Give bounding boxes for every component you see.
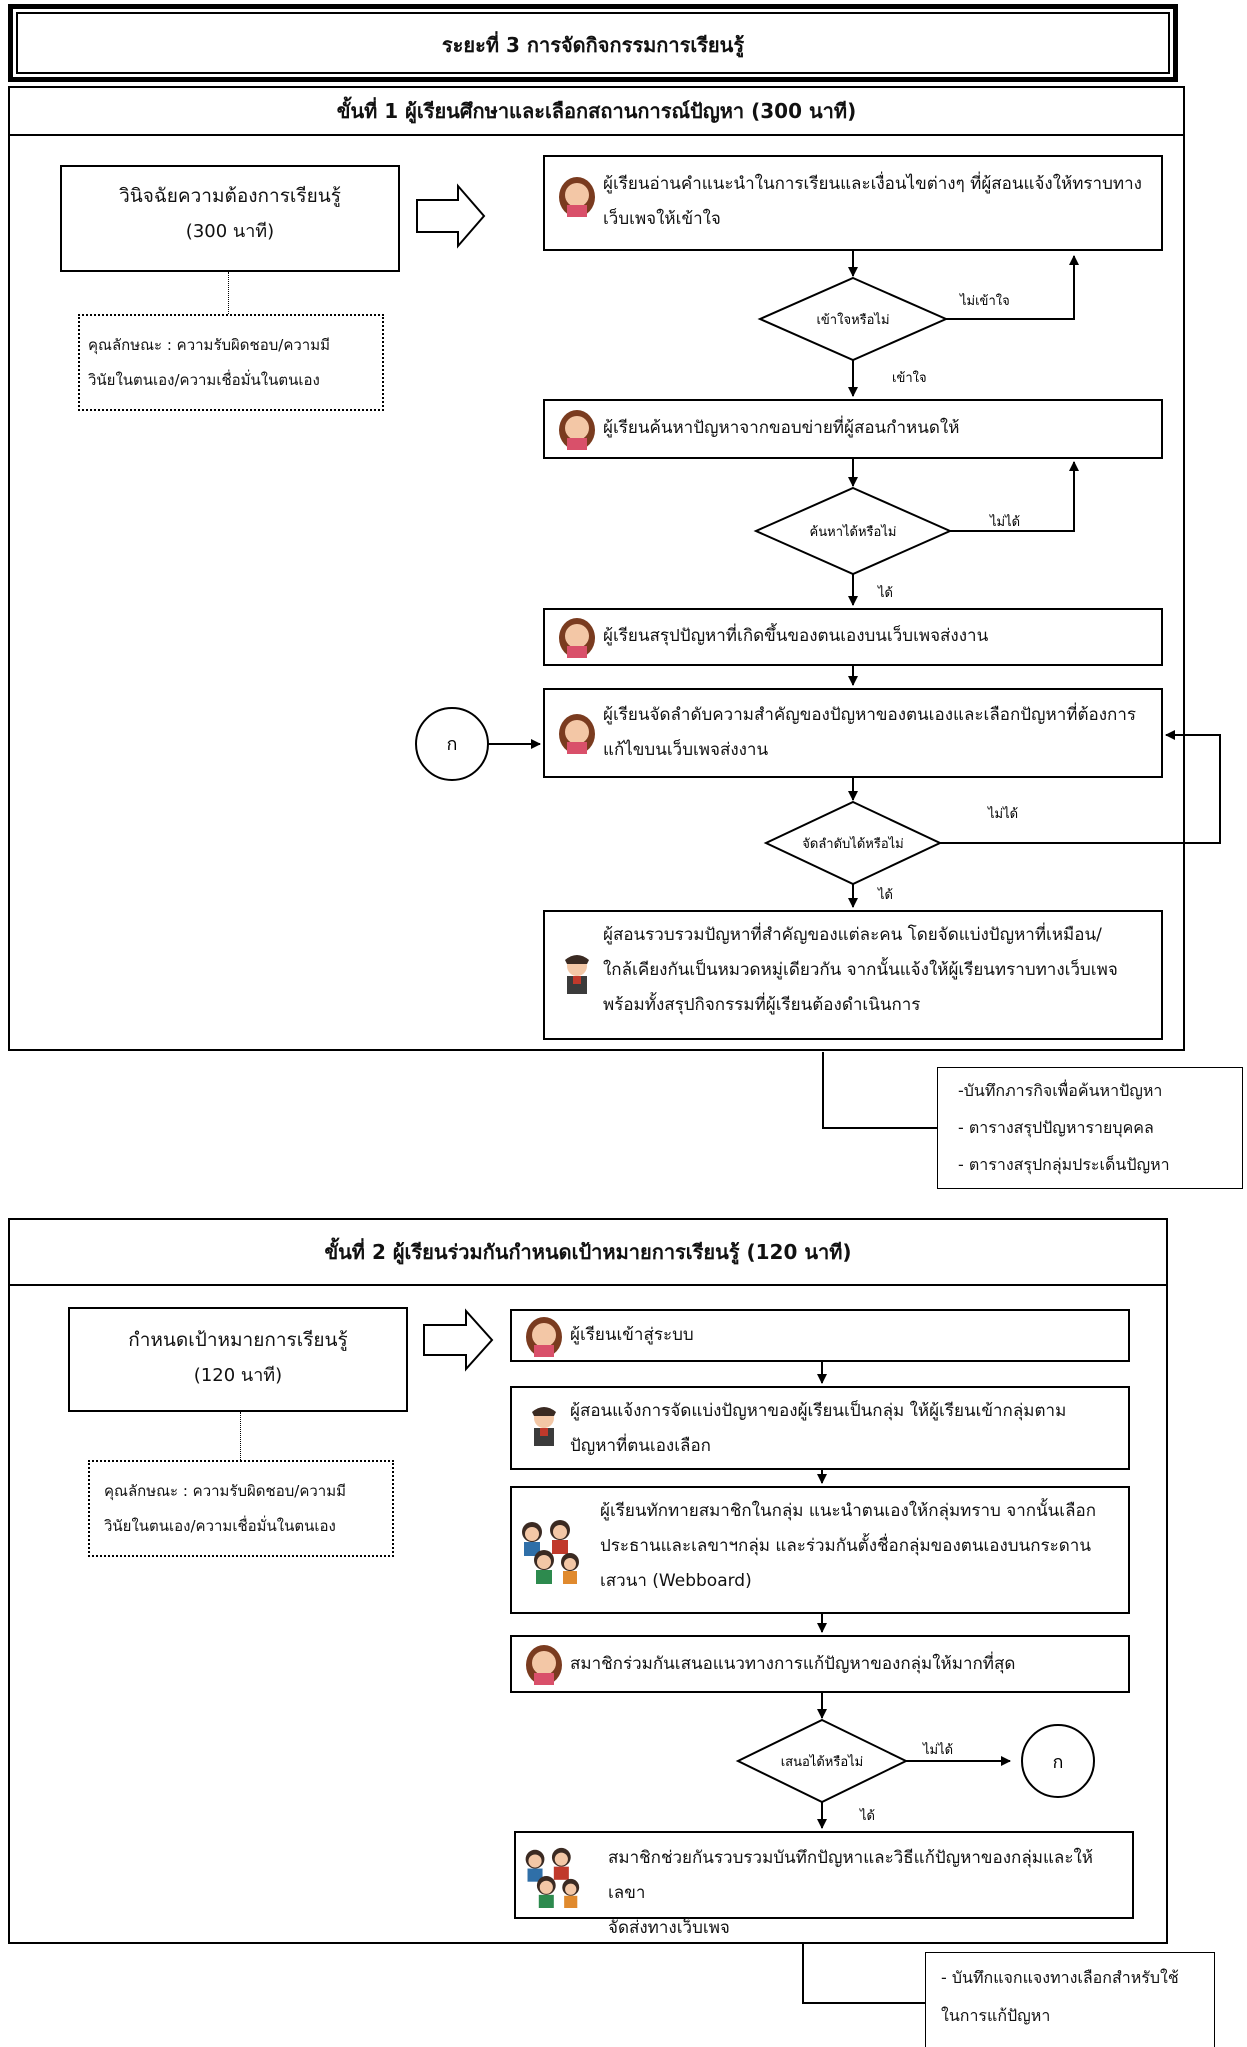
stage2-step-2-line-1: ผู้สอนแจ้งการจัดแบ่งปัญหาของผู้เรียนเป็น… — [570, 1401, 1067, 1421]
stage1-attribute-line-2: วินัยในตนเอง/ความเชื่อมั่นในตนเอง — [88, 371, 320, 389]
stage2-step-2: ผู้สอนแจ้งการจัดแบ่งปัญหาของผู้เรียนเป็น… — [510, 1386, 1130, 1470]
stage2-attribute-line-1: คุณลักษณะ : ความรับผิดชอบ/ความมี — [104, 1482, 346, 1500]
stage1-step-5: ผู้สอนรวบรวมปัญหาที่สำคัญของแต่ละคน โดยจ… — [543, 910, 1163, 1040]
stage2-dotted-connector — [240, 1412, 241, 1460]
phase-title: ระยะที่ 3 การจัดกิจกรรมการเรียนรู้ — [16, 12, 1170, 74]
stage1-step-5-line-1: ผู้สอนรวบรวมปัญหาที่สำคัญของแต่ละคน โดยจ… — [603, 925, 1102, 945]
stage2-heading: ขั้นที่ 2 ผู้เรียนร่วมกันกำหนดเป้าหมายกา… — [8, 1218, 1168, 1286]
stage2-goal-title: กำหนดเป้าหมายการเรียนรู้ — [128, 1329, 348, 1351]
stage2-step-3-line-2: ประธานและเลขาฯกลุ่ม และร่วมกันตั้งชื่อกล… — [600, 1536, 1091, 1556]
stage2-attributes-box: คุณลักษณะ : ความรับผิดชอบ/ความมี วินัยใน… — [88, 1460, 394, 1557]
stage1-output-3: - ตารางสรุปกลุ่มประเด็นปัญหา — [958, 1155, 1170, 1174]
stage1-step-4-line-1: ผู้เรียนจัดลำดับความสำคัญของปัญหาของตนเอ… — [603, 705, 1136, 725]
stage2-goal-duration: (120 นาที) — [193, 1365, 283, 1386]
stage1-attribute-line-1: คุณลักษณะ : ความรับผิดชอบ/ความมี — [88, 336, 330, 354]
stage1-attributes-box: คุณลักษณะ : ความรับผิดชอบ/ความมี วินัยใน… — [78, 314, 384, 411]
teacher-icon — [532, 1407, 556, 1446]
stage2-output-2: ในการแก้ปัญหา — [941, 2006, 1051, 2025]
stage1-need-duration: (300 นาที) — [185, 221, 275, 242]
stage1-step-1: ผู้เรียนอ่านคำแนะนำในการเรียนและเงื่อนไข… — [543, 155, 1163, 251]
stage1-step-5-line-2: ใกล้เคียงกันเป็นหมวดหมู่เดียวกัน จากนั้น… — [603, 960, 1118, 980]
stage2-step-4-line-1: สมาชิกร่วมกันเสนอแนวทางการแก้ปัญหาของกลุ… — [570, 1654, 1016, 1674]
stage1-need-title: วินิจฉัยความต้องการเรียนรู้ — [119, 185, 341, 207]
phase-title-frame: ระยะที่ 3 การจัดกิจกรรมการเรียนรู้ — [8, 4, 1178, 82]
stage2-step-5-line-2: จัดส่งทางเว็บเพจ — [608, 1918, 730, 1938]
student-icon — [526, 1645, 562, 1685]
stage2-step-4: สมาชิกร่วมกันเสนอแนวทางการแก้ปัญหาของกลุ… — [510, 1635, 1130, 1693]
stage1-step-3: ผู้เรียนสรุปปัญหาที่เกิดขึ้นของตนเองบนเว… — [543, 608, 1163, 666]
stage1-step-2: ผู้เรียนค้นหาปัญหาจากขอบข่ายที่ผู้สอนกำห… — [543, 399, 1163, 459]
student-group-icon — [522, 1520, 579, 1584]
stage1-output-2: - ตารางสรุปปัญหารายบุคคล — [958, 1118, 1154, 1137]
stage2-attribute-line-2: วินัยในตนเอง/ความเชื่อมั่นในตนเอง — [104, 1517, 336, 1535]
stage2-step-3: ผู้เรียนทักทายสมาชิกในกลุ่ม แนะนำตนเองให… — [510, 1486, 1130, 1614]
stage2-step-1: ผู้เรียนเข้าสู่ระบบ — [510, 1309, 1130, 1362]
stage2-step-5-line-1: สมาชิกช่วยกันรวบรวมบันทึกปัญหาและวิธีแก้… — [608, 1848, 1093, 1903]
stage2-step-5: สมาชิกช่วยกันรวบรวมบันทึกปัญหาและวิธีแก้… — [514, 1831, 1134, 1938]
stage1-heading: ขั้นที่ 1 ผู้เรียนศึกษาและเลือกสถานการณ์… — [8, 86, 1185, 136]
stage1-step-3-line-1: ผู้เรียนสรุปปัญหาที่เกิดขึ้นของตนเองบนเว… — [603, 626, 989, 646]
stage2-step-3-line-1: ผู้เรียนทักทายสมาชิกในกลุ่ม แนะนำตนเองให… — [600, 1501, 1097, 1521]
stage2-step-2-line-2: ปัญหาที่ตนเองเลือก — [570, 1436, 711, 1456]
stage2-step-3-line-3: เสวนา (Webboard) — [600, 1571, 752, 1591]
student-icon — [559, 410, 595, 450]
stage1-step-5-line-3: พร้อมทั้งสรุปกิจกรรมที่ผู้เรียนต้องดำเนิ… — [603, 995, 921, 1015]
stage1-dotted-connector — [228, 272, 229, 314]
stage1-need-box: วินิจฉัยความต้องการเรียนรู้ (300 นาที) — [60, 165, 400, 272]
stage2-step-1-line-1: ผู้เรียนเข้าสู่ระบบ — [570, 1325, 694, 1345]
stage1-step-1-line-2: เว็บเพจให้เข้าใจ — [603, 209, 721, 229]
stage1-step-2-line-1: ผู้เรียนค้นหาปัญหาจากขอบข่ายที่ผู้สอนกำห… — [603, 418, 960, 438]
student-icon — [559, 618, 595, 658]
teacher-icon — [565, 955, 589, 994]
stage1-outputs-box: -บันทึกภารกิจเพื่อค้นหาปัญหา - ตารางสรุป… — [937, 1067, 1243, 1189]
student-group-icon — [525, 1847, 580, 1908]
stage1-step-4-line-2: แก้ไขบนเว็บเพจส่งงาน — [603, 740, 769, 760]
stage1-output-1: -บันทึกภารกิจเพื่อค้นหาปัญหา — [958, 1081, 1163, 1100]
stage2-goal-box: กำหนดเป้าหมายการเรียนรู้ (120 นาที) — [68, 1307, 408, 1412]
student-icon — [559, 714, 595, 754]
stage2-outputs-box: - บันทึกแจกแจงทางเลือกสำหรับใช้ ในการแก้… — [925, 1952, 1215, 2047]
student-icon — [559, 177, 595, 217]
stage1-step-4: ผู้เรียนจัดลำดับความสำคัญของปัญหาของตนเอ… — [543, 688, 1163, 778]
student-icon — [526, 1317, 562, 1357]
stage2-output-1: - บันทึกแจกแจงทางเลือกสำหรับใช้ — [941, 1968, 1179, 1987]
stage1-step-1-line-1: ผู้เรียนอ่านคำแนะนำในการเรียนและเงื่อนไข… — [603, 174, 1142, 194]
